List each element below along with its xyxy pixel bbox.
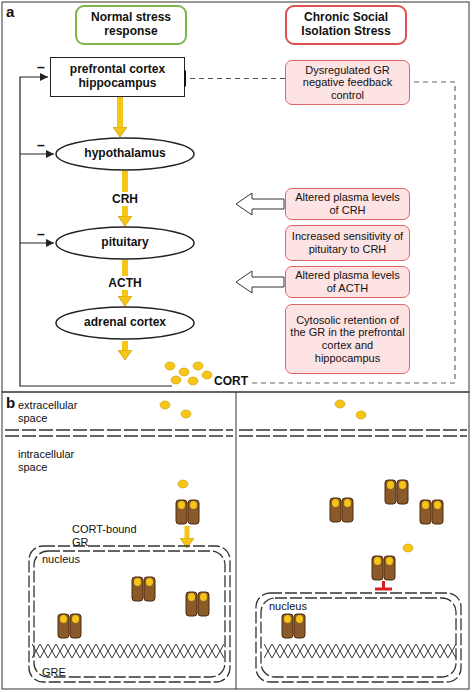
hormone-arrow [117,97,123,127]
region-box: prefrontal cortex hippocampus [50,57,185,97]
panel-frame [2,2,469,392]
gr-dimer [176,500,199,524]
node-text: Dysregulated GR negative feedback contro… [290,64,405,102]
open-arrow [236,193,284,215]
cell-membrane [239,429,467,431]
gr-dimer [330,498,353,522]
inhibition-sign: – [37,59,51,75]
nucleus-membrane [29,546,230,682]
node-text: pituitary [101,236,148,250]
nucleus-membrane [34,551,225,677]
gr-dimer [186,592,209,616]
hormone-label: ACTH [105,276,144,290]
header-box: Normal stress response [75,5,187,45]
compartment-label: extracellular space [18,399,108,424]
ellipse-outline [56,138,194,170]
node-text: Altered plasma levels of CRH [290,191,405,216]
effect-box: Increased sensitivity of pituitary to CR… [285,225,410,261]
compartment-label: intracellular space [18,448,98,473]
cell-membrane [5,435,233,437]
node-text: Increased sensitivity of pituitary to CR… [290,230,405,255]
feedback-line [20,153,54,154]
effect-box: Dysregulated GR negative feedback contro… [285,60,410,105]
gr-dimer [372,556,395,580]
node-text: prefrontal cortex hippocampus [57,63,178,91]
node-text: Normal stress response [81,11,181,39]
inhibition-bar [375,581,392,589]
cort-molecule [188,377,198,385]
nucleus-membrane [256,593,461,682]
node-text: Altered plasma levels of ACTH [290,269,405,294]
nucleus-membrane [28,545,231,683]
nucleus-outline: nucleus [255,592,462,683]
cort-molecule [335,400,345,408]
gr-dimer [420,500,443,524]
feedback-line [20,242,54,243]
gr-dimer [385,480,408,504]
header-box: Chronic Social Isolation Stress [285,5,407,45]
nucleus-outline: nucleus [28,545,231,683]
organ-ellipse: adrenal cortex [55,306,195,340]
effect-box: Cytosolic retention of the GR in the pre… [285,304,410,374]
cort-molecule [179,368,189,376]
node-text: Chronic Social Isolation Stress [291,11,401,39]
node-text: nucleus [269,600,307,613]
panel-divider [236,392,237,689]
cort-dots [165,362,212,385]
inhibition-sign: – [37,226,51,242]
panel-frame [2,392,469,689]
node-text: hypothalamus [84,147,165,161]
gr-dimer [58,614,81,638]
dna [32,644,224,658]
cell-membrane [239,435,467,437]
nucleus-membrane [261,598,456,677]
cort-molecule [356,411,366,419]
inhibition-connector [185,78,285,79]
dna-label: GRE [42,666,82,679]
cort-molecule [178,480,188,488]
cort-molecule [165,362,175,370]
cort-molecule [160,401,170,409]
translocation-arrow [185,526,190,538]
open-arrow [236,271,284,293]
gr-dimer [132,577,155,601]
cell-membrane [5,429,233,431]
ellipse-outline [56,307,194,339]
secretion-arrow [122,341,128,350]
node-text: adrenal cortex [84,316,166,330]
cort-molecule [181,410,191,418]
panel-letter: a [6,3,26,20]
hormone-label: CORT [214,375,254,389]
effect-box: Altered plasma levels of ACTH [285,266,410,298]
inhibition-sign: – [37,137,51,153]
gr-dimer [282,614,305,638]
dna [264,644,456,658]
organ-ellipse: pituitary [55,226,195,260]
dashed-link [252,82,455,383]
cort-molecule [403,544,413,552]
effect-box: Altered plasma levels of CRH [285,188,410,220]
hormone-label: CRH [109,192,141,206]
cort-molecule [193,362,203,370]
node-text: Cytosolic retention of the GR in the pre… [290,314,405,365]
cort-molecule [171,376,181,384]
receptor-label: CORT-bound GR [72,523,148,548]
ellipse-outline [56,227,194,259]
cort-molecule [202,371,212,379]
node-text: nucleus [42,553,80,566]
organ-ellipse: hypothalamus [55,137,195,171]
